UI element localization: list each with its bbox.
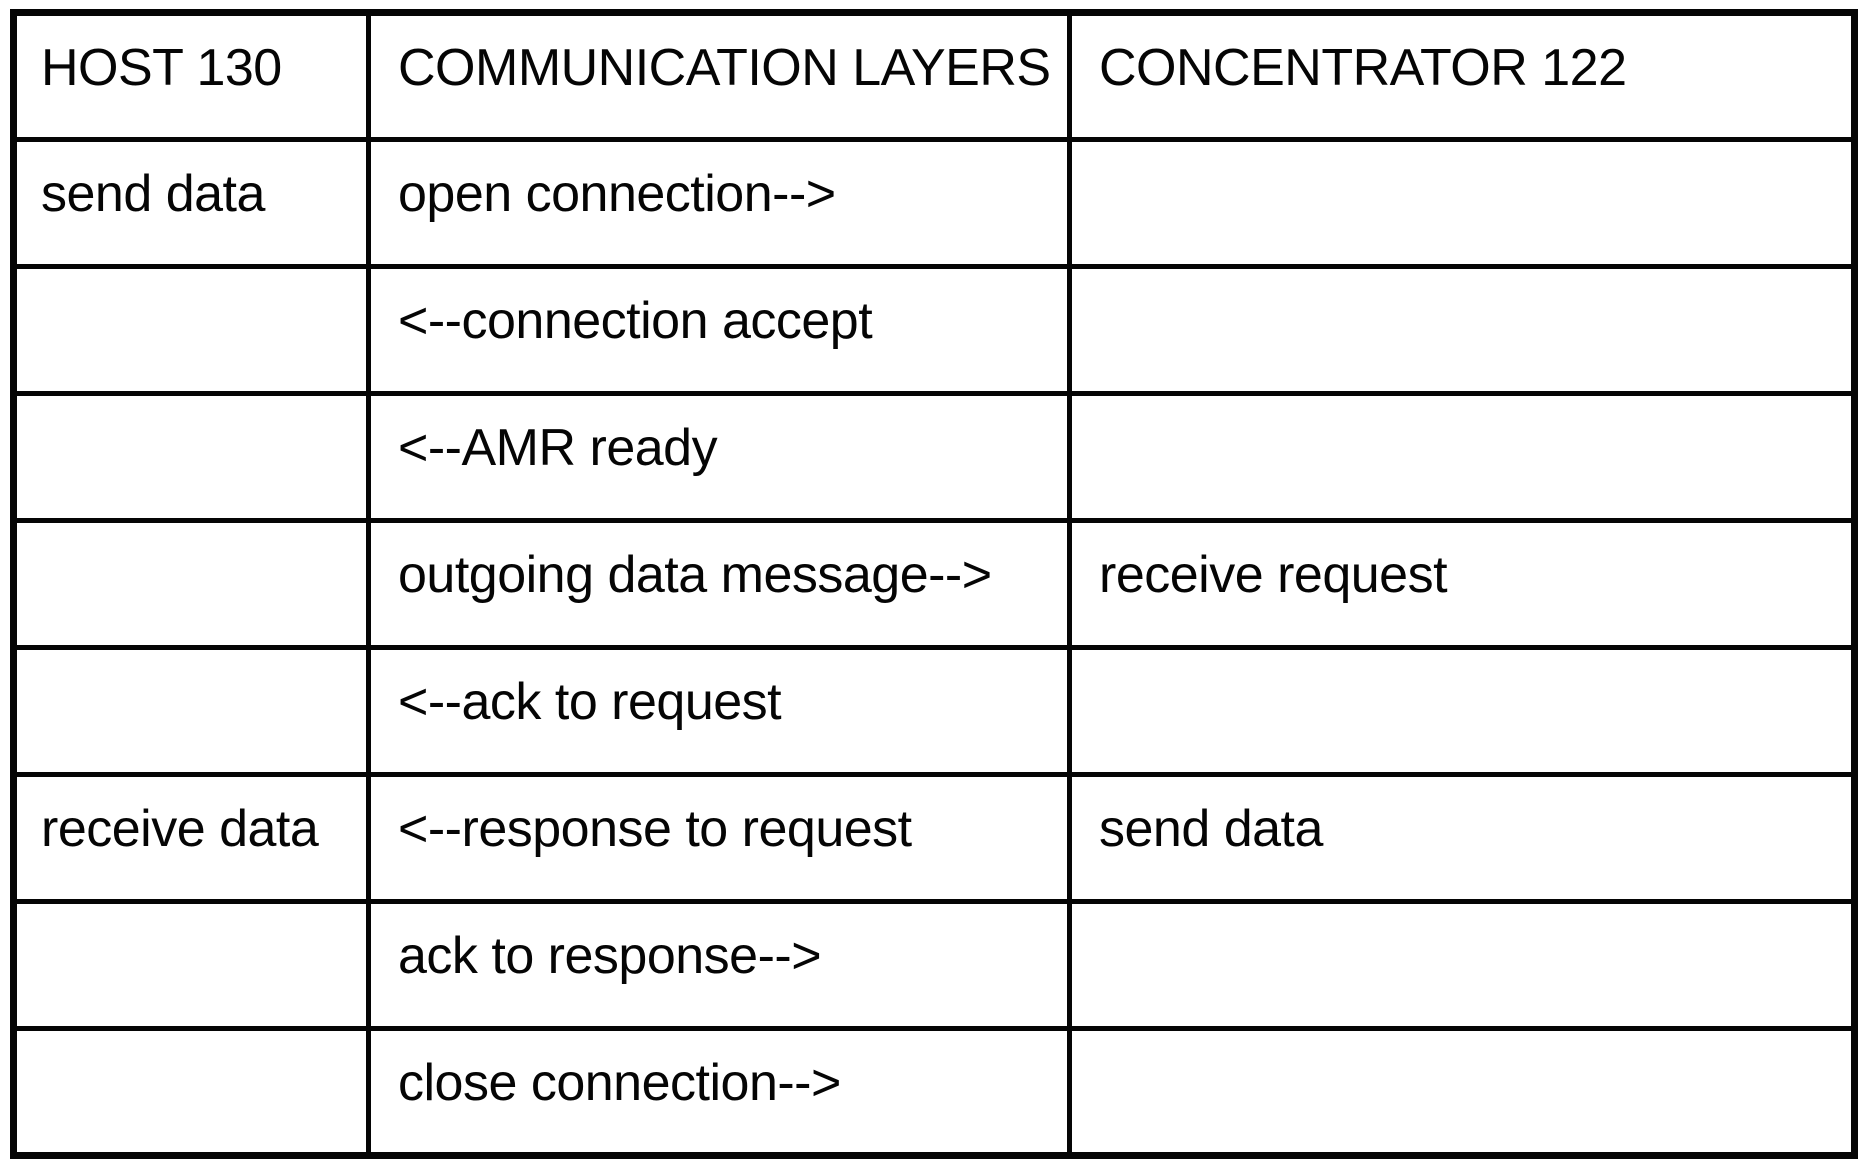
cell-concentrator: send data — [1067, 772, 1857, 904]
cell-host — [11, 391, 371, 523]
cell-layers: ack to response--> — [366, 899, 1072, 1031]
cell-layers: <--AMR ready — [366, 391, 1072, 523]
cell-layers: <--connection accept — [366, 264, 1072, 396]
cell-host — [11, 899, 371, 1031]
cell-concentrator — [1067, 899, 1857, 1031]
cell-host — [11, 264, 371, 396]
column-header-host: HOST 130 — [11, 10, 371, 142]
cell-concentrator — [1067, 1026, 1857, 1158]
cell-layers: close connection--> — [366, 1026, 1072, 1158]
cell-concentrator — [1067, 264, 1857, 396]
column-header-communication-layers: COMMUNICATION LAYERS — [366, 10, 1072, 142]
table-row: receive data <--response to request send… — [11, 772, 1857, 904]
cell-layers: <--response to request — [366, 772, 1072, 904]
table-header-row: HOST 130 COMMUNICATION LAYERS CONCENTRAT… — [11, 10, 1857, 142]
cell-concentrator — [1067, 391, 1857, 523]
cell-host — [11, 1026, 371, 1158]
communication-protocol-table: HOST 130 COMMUNICATION LAYERS CONCENTRAT… — [10, 9, 1858, 1159]
cell-layers: <--ack to request — [366, 645, 1072, 777]
table-row: <--connection accept — [11, 264, 1857, 396]
cell-layers: outgoing data message--> — [366, 518, 1072, 650]
cell-concentrator — [1067, 645, 1857, 777]
table-row: send data open connection--> — [11, 137, 1857, 269]
cell-host — [11, 518, 371, 650]
cell-concentrator — [1067, 137, 1857, 269]
table-row: outgoing data message--> receive request — [11, 518, 1857, 650]
table-row: close connection--> — [11, 1026, 1857, 1158]
table-row: <--AMR ready — [11, 391, 1857, 523]
cell-host: receive data — [11, 772, 371, 904]
cell-host: send data — [11, 137, 371, 269]
cell-host — [11, 645, 371, 777]
cell-layers: open connection--> — [366, 137, 1072, 269]
table-row: ack to response--> — [11, 899, 1857, 1031]
column-header-concentrator: CONCENTRATOR 122 — [1067, 10, 1857, 142]
table-row: <--ack to request — [11, 645, 1857, 777]
cell-concentrator: receive request — [1067, 518, 1857, 650]
